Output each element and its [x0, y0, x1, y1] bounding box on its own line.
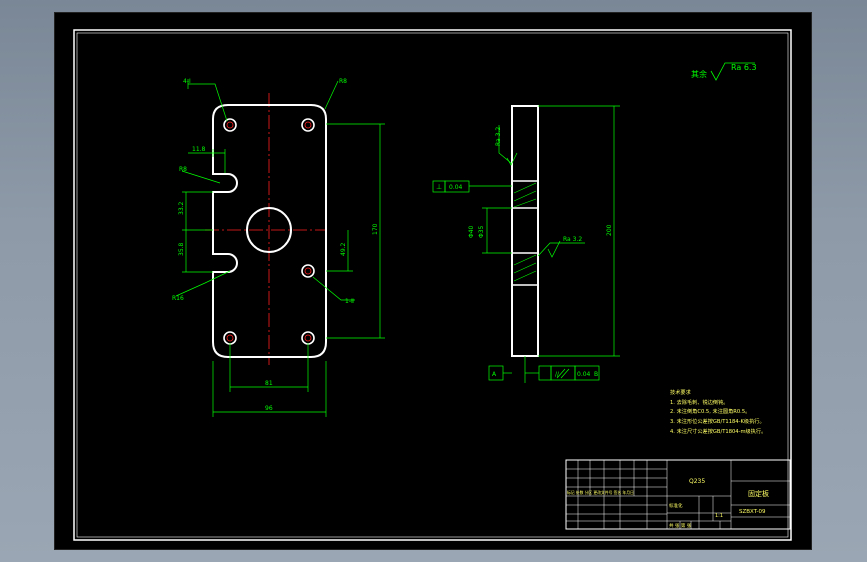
- label-r16: R16: [172, 295, 184, 302]
- title-drawing-no: SZBXT-09: [739, 509, 766, 515]
- parallel-ref: B: [594, 371, 598, 378]
- tech-requirements: 技术要求 1. 去除毛刺、锐边倒钝。 2. 未注倒角C0.5, 未注圆角R0.5…: [670, 388, 766, 435]
- tech-item-2: 2. 未注倒角C0.5, 未注圆角R0.5。: [670, 407, 750, 415]
- label-81: 81: [265, 380, 273, 387]
- title-part-name: 固定板: [748, 489, 769, 498]
- side-roughness-top: Ra 3.2: [495, 127, 502, 146]
- title-block: Q235 固定板 SZBXT-09 1:1 共 张 第 张 标准化 标记 处数 …: [565, 459, 791, 530]
- svg-text://: //: [555, 371, 560, 378]
- side-outline: [511, 105, 539, 357]
- roughness-prefix: 其余: [691, 69, 707, 79]
- front-dimensions: [175, 79, 385, 417]
- tech-item-3: 3. 未注形位公差按GB/T1184-K级执行。: [670, 417, 765, 425]
- front-view: 4-Ⅰ R8 11.8 R8 33.2 35.8 R16 170 49.2 1-…: [172, 78, 385, 417]
- perp-tolerance: 0.04: [449, 184, 463, 191]
- label-1-hole: 1-Ⅱ: [345, 298, 354, 305]
- label-r8-top: R8: [339, 78, 347, 85]
- center-hole: [246, 207, 292, 253]
- side-height: 200: [606, 224, 613, 236]
- label-96: 96: [265, 405, 273, 412]
- parallel-tolerance: 0.04: [577, 371, 591, 378]
- drawing-sheet: 其余 Ra 6.3: [54, 12, 812, 550]
- side-view: Ra 3.2 ⊥ 0.04 Φ40 Φ35 Ra 3.2 200 A // 0.…: [432, 105, 620, 383]
- tech-item-1: 1. 去除毛刺、锐边倒钝。: [670, 398, 728, 406]
- cad-drawing: 其余 Ra 6.3: [73, 29, 792, 541]
- label-height: 170: [372, 223, 379, 235]
- title-sheet: 共 张 第 张: [669, 522, 692, 529]
- plate-outline: [212, 104, 327, 358]
- side-hole-dim: Φ40: [468, 225, 475, 238]
- mounting-holes: [223, 118, 315, 345]
- side-roughness: Ra 3.2: [563, 236, 582, 243]
- datum-a: A: [492, 371, 497, 378]
- label-11-8: 11.8: [192, 146, 206, 153]
- title-scale: 1:1: [715, 513, 723, 519]
- title-designer: 标准化: [669, 502, 683, 509]
- label-4-hole: 4-Ⅰ: [183, 78, 191, 85]
- label-r8-notch: R8: [179, 166, 187, 173]
- side-hole-dim2: Φ35: [478, 225, 485, 238]
- side-dimensions: [432, 105, 620, 383]
- tech-item-4: 4. 未注尺寸公差按GB/T1804-m级执行。: [670, 427, 766, 435]
- roughness-value: Ra 6.3: [731, 63, 757, 72]
- label-49-2: 49.2: [340, 242, 347, 256]
- svg-text:⊥: ⊥: [436, 183, 442, 191]
- section-hatch: [513, 182, 537, 282]
- roughness-note: 其余 Ra 6.3: [691, 62, 757, 81]
- inner-frame: [76, 32, 789, 538]
- outer-frame: [73, 29, 792, 541]
- tech-title: 技术要求: [670, 388, 692, 396]
- label-33-2: 33.2: [178, 201, 185, 215]
- title-material: Q235: [689, 478, 705, 485]
- title-rev-row: 标记 处数 分区 更改文件号 签名 年月日: [567, 490, 634, 495]
- label-35-8: 35.8: [178, 242, 185, 256]
